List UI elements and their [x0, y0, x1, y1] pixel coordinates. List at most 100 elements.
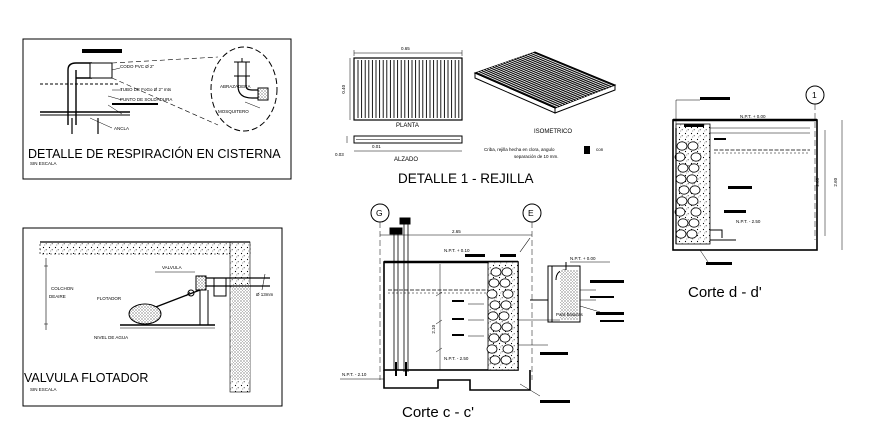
iso-bar — [532, 52, 613, 87]
stone — [678, 185, 690, 195]
cc-height-dim: 2.10 — [431, 324, 437, 334]
rejilla-plan-dim: 0.65 — [401, 46, 410, 51]
iso-bar — [521, 56, 602, 91]
colchon-label: COLCHON — [51, 286, 74, 291]
panel-frame-2 — [22, 227, 283, 407]
stone — [688, 163, 700, 173]
iso-bar — [488, 67, 569, 104]
stone — [687, 141, 699, 151]
cc-npt-bottom: N.P.T. - 2.50 — [444, 356, 469, 361]
iso-bar — [507, 61, 588, 96]
stone — [486, 289, 498, 299]
leader-block — [465, 254, 485, 257]
leader-block — [684, 124, 704, 127]
iso-bar — [515, 58, 597, 93]
stone — [689, 185, 701, 195]
iso-bar — [491, 66, 572, 103]
stone — [690, 152, 702, 162]
stone — [486, 344, 498, 354]
stone — [488, 333, 500, 343]
diameter-label: Ø 13mm — [256, 292, 274, 297]
stone — [490, 267, 502, 277]
stone — [500, 300, 512, 310]
stone — [674, 207, 686, 217]
iso-bar — [513, 59, 594, 94]
cc-npt-right: N.P.T. + 0.00 — [570, 256, 596, 261]
valvula-label: VALVULA — [162, 265, 182, 270]
dd-npt-bottom: N.P.T. - 2.50 — [736, 219, 761, 224]
stone — [499, 333, 511, 343]
stone — [686, 229, 698, 239]
stone — [501, 322, 513, 332]
leader-block — [600, 320, 624, 322]
panel-rejilla — [346, 50, 617, 154]
leader-block — [714, 138, 726, 140]
iso-bar — [502, 63, 583, 98]
stone — [674, 152, 686, 162]
leader-block — [500, 254, 516, 257]
leader-block — [590, 296, 614, 298]
iso-bar — [485, 68, 567, 105]
iso-bar — [510, 60, 591, 95]
dd-dim-inner: 2.05 — [815, 177, 821, 187]
stone — [502, 344, 514, 354]
valvula-subtitle: SIN ESCALA — [30, 387, 57, 392]
rejilla-iso-label: ISOMETRICO — [534, 129, 573, 135]
leader-block — [452, 300, 464, 302]
leader-block — [700, 97, 730, 100]
grate-plan — [349, 50, 463, 121]
rejilla-plan-label: PLANTA — [396, 123, 419, 129]
stone — [490, 322, 502, 332]
leader-block — [724, 210, 746, 213]
cc-npt-top: N.P.T. + 0.10 — [444, 248, 470, 253]
stone — [677, 163, 689, 173]
stone — [501, 267, 513, 277]
stone — [677, 218, 689, 228]
axis-1-label: 1 — [812, 90, 817, 100]
callout-tubo: TUBO DE FoGo Ø 2" mts — [120, 87, 172, 92]
callout-ancla: ANCLA — [114, 126, 130, 131]
leader-block — [540, 400, 570, 403]
stone — [686, 174, 698, 184]
leader-block — [706, 262, 732, 265]
stone — [499, 278, 511, 288]
callout-soldadura: PUNTO DE SOLDADURA — [120, 97, 173, 102]
pipe-elbow — [89, 62, 113, 79]
iso-bar — [526, 54, 607, 89]
respiracion-subtitle: SIN ESCALA — [30, 161, 57, 166]
panel-corte-dd — [672, 85, 843, 263]
stone — [676, 141, 688, 151]
corte-cc-title: Corte c - c' — [402, 404, 475, 421]
rejilla-elev-side: 0.03 — [335, 152, 344, 157]
nivel-label: NIVEL DE AGUA — [94, 335, 129, 340]
dd-dim-outer: 2.60 — [833, 177, 839, 187]
cc-npt-left: N.P.T. - 2.10 — [342, 372, 367, 377]
stone — [487, 311, 499, 321]
callout-codo: CODO PVC Ø 2" — [120, 64, 155, 69]
panel-valvula — [22, 227, 283, 407]
flotador-label: FLOTADOR — [97, 296, 122, 301]
stone — [498, 311, 510, 321]
iso-bar — [523, 55, 605, 90]
rejilla-elev-dim: 0.01 — [372, 144, 381, 149]
respiracion-title: DETALLE DE RESPIRACIÓN EN CISTERNA — [28, 147, 281, 161]
stone — [675, 229, 687, 239]
detail-circle — [210, 46, 278, 132]
tank-wall-top — [39, 241, 251, 255]
iso-bar — [529, 53, 610, 88]
leader-block — [590, 280, 624, 283]
float-ball — [128, 303, 162, 325]
leader-block — [540, 352, 568, 355]
iso-bar — [480, 70, 561, 107]
stone — [675, 174, 687, 184]
iso-bar — [499, 64, 580, 99]
valvula-title: VALVULA FLOTADOR — [24, 371, 149, 385]
iso-bar — [477, 71, 558, 108]
leader-block — [82, 49, 122, 53]
leader-block — [112, 103, 158, 105]
iso-bar — [518, 57, 599, 92]
rejilla-side-dim: 0.40 — [341, 84, 347, 94]
stone — [489, 300, 501, 310]
side-box-cc — [547, 265, 581, 323]
rejilla-note-3: separación de 10 mm. — [514, 154, 559, 159]
